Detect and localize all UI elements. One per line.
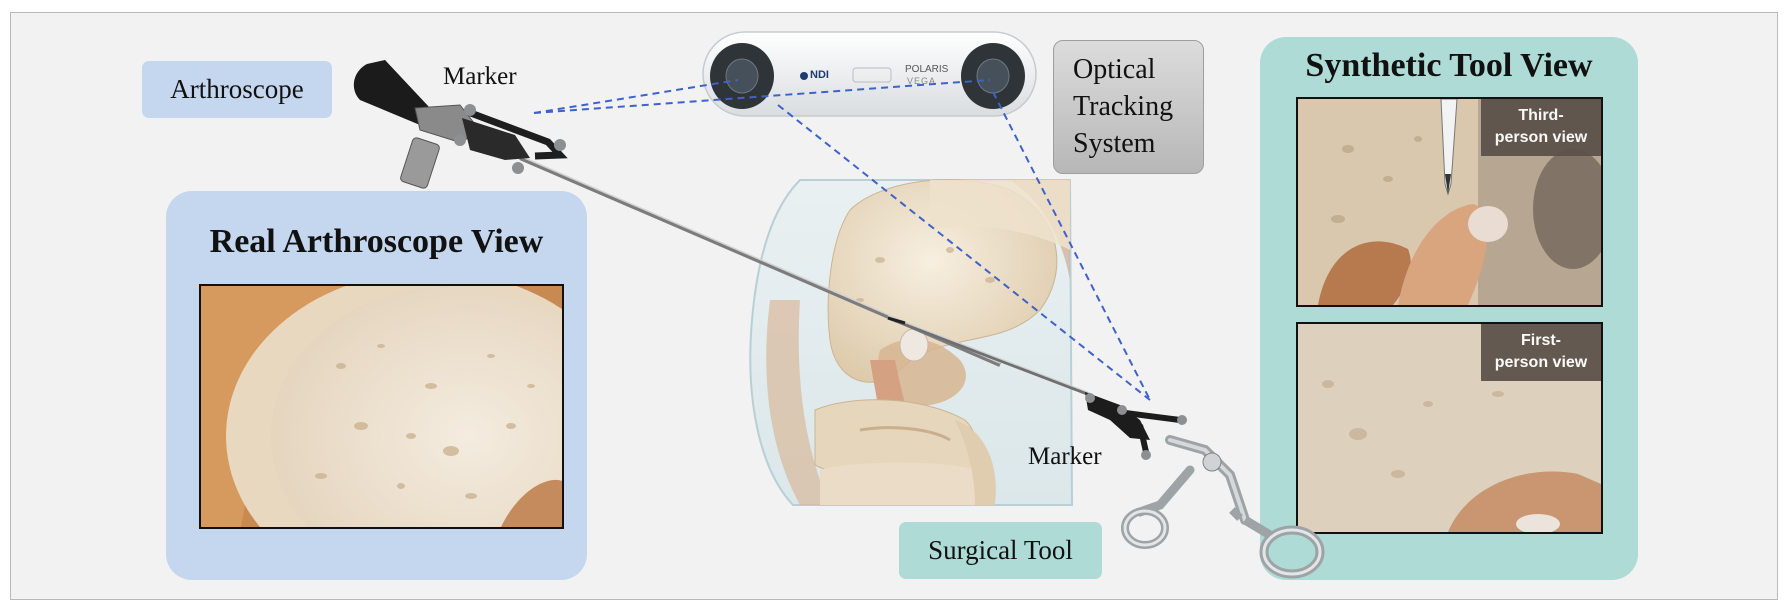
ots-line-2: Tracking [1073, 91, 1174, 122]
optical-tracking-system-label: Optical Tracking System [1053, 40, 1204, 174]
synthetic-tool-title: Synthetic Tool View [1305, 47, 1593, 84]
polaris-brand-text: POLARIS [905, 64, 949, 75]
surgical-tool-label: Surgical Tool [899, 522, 1102, 579]
third-person-tag-line2: person view [1494, 129, 1588, 146]
marker-top-label: Marker [443, 63, 517, 90]
real-arthroscope-panel: Real Arthroscope View [166, 191, 587, 580]
ots-line-3: System [1073, 128, 1156, 159]
arthroscope-device [353, 60, 1001, 367]
first-person-tag-line2: person view [1494, 354, 1588, 371]
real-arthroscope-image [199, 284, 564, 529]
third-person-tag-line1: Third- [1518, 107, 1564, 124]
arthroscope-label: Arthroscope [142, 61, 332, 118]
marker-bottom-label: Marker [1028, 443, 1102, 470]
surgical-tool-device [887, 315, 1325, 579]
tracking-lines [533, 79, 1151, 401]
ots-line-1: Optical [1073, 54, 1156, 85]
first-person-tag-line1: First- [1521, 332, 1561, 349]
third-person-view-image: Third- person view [1296, 97, 1603, 307]
real-arthroscope-title: Real Arthroscope View [209, 223, 544, 260]
vega-brand-text: VEGA [907, 76, 937, 86]
ndi-brand-text: NDI [810, 69, 829, 81]
first-person-view-image: First- person view [1296, 322, 1603, 534]
first-person-view-tag: First- person view [1481, 324, 1601, 381]
third-person-view-tag: Third- person view [1481, 99, 1601, 156]
synthetic-tool-panel: Synthetic Tool View Third- person view [1260, 37, 1638, 580]
